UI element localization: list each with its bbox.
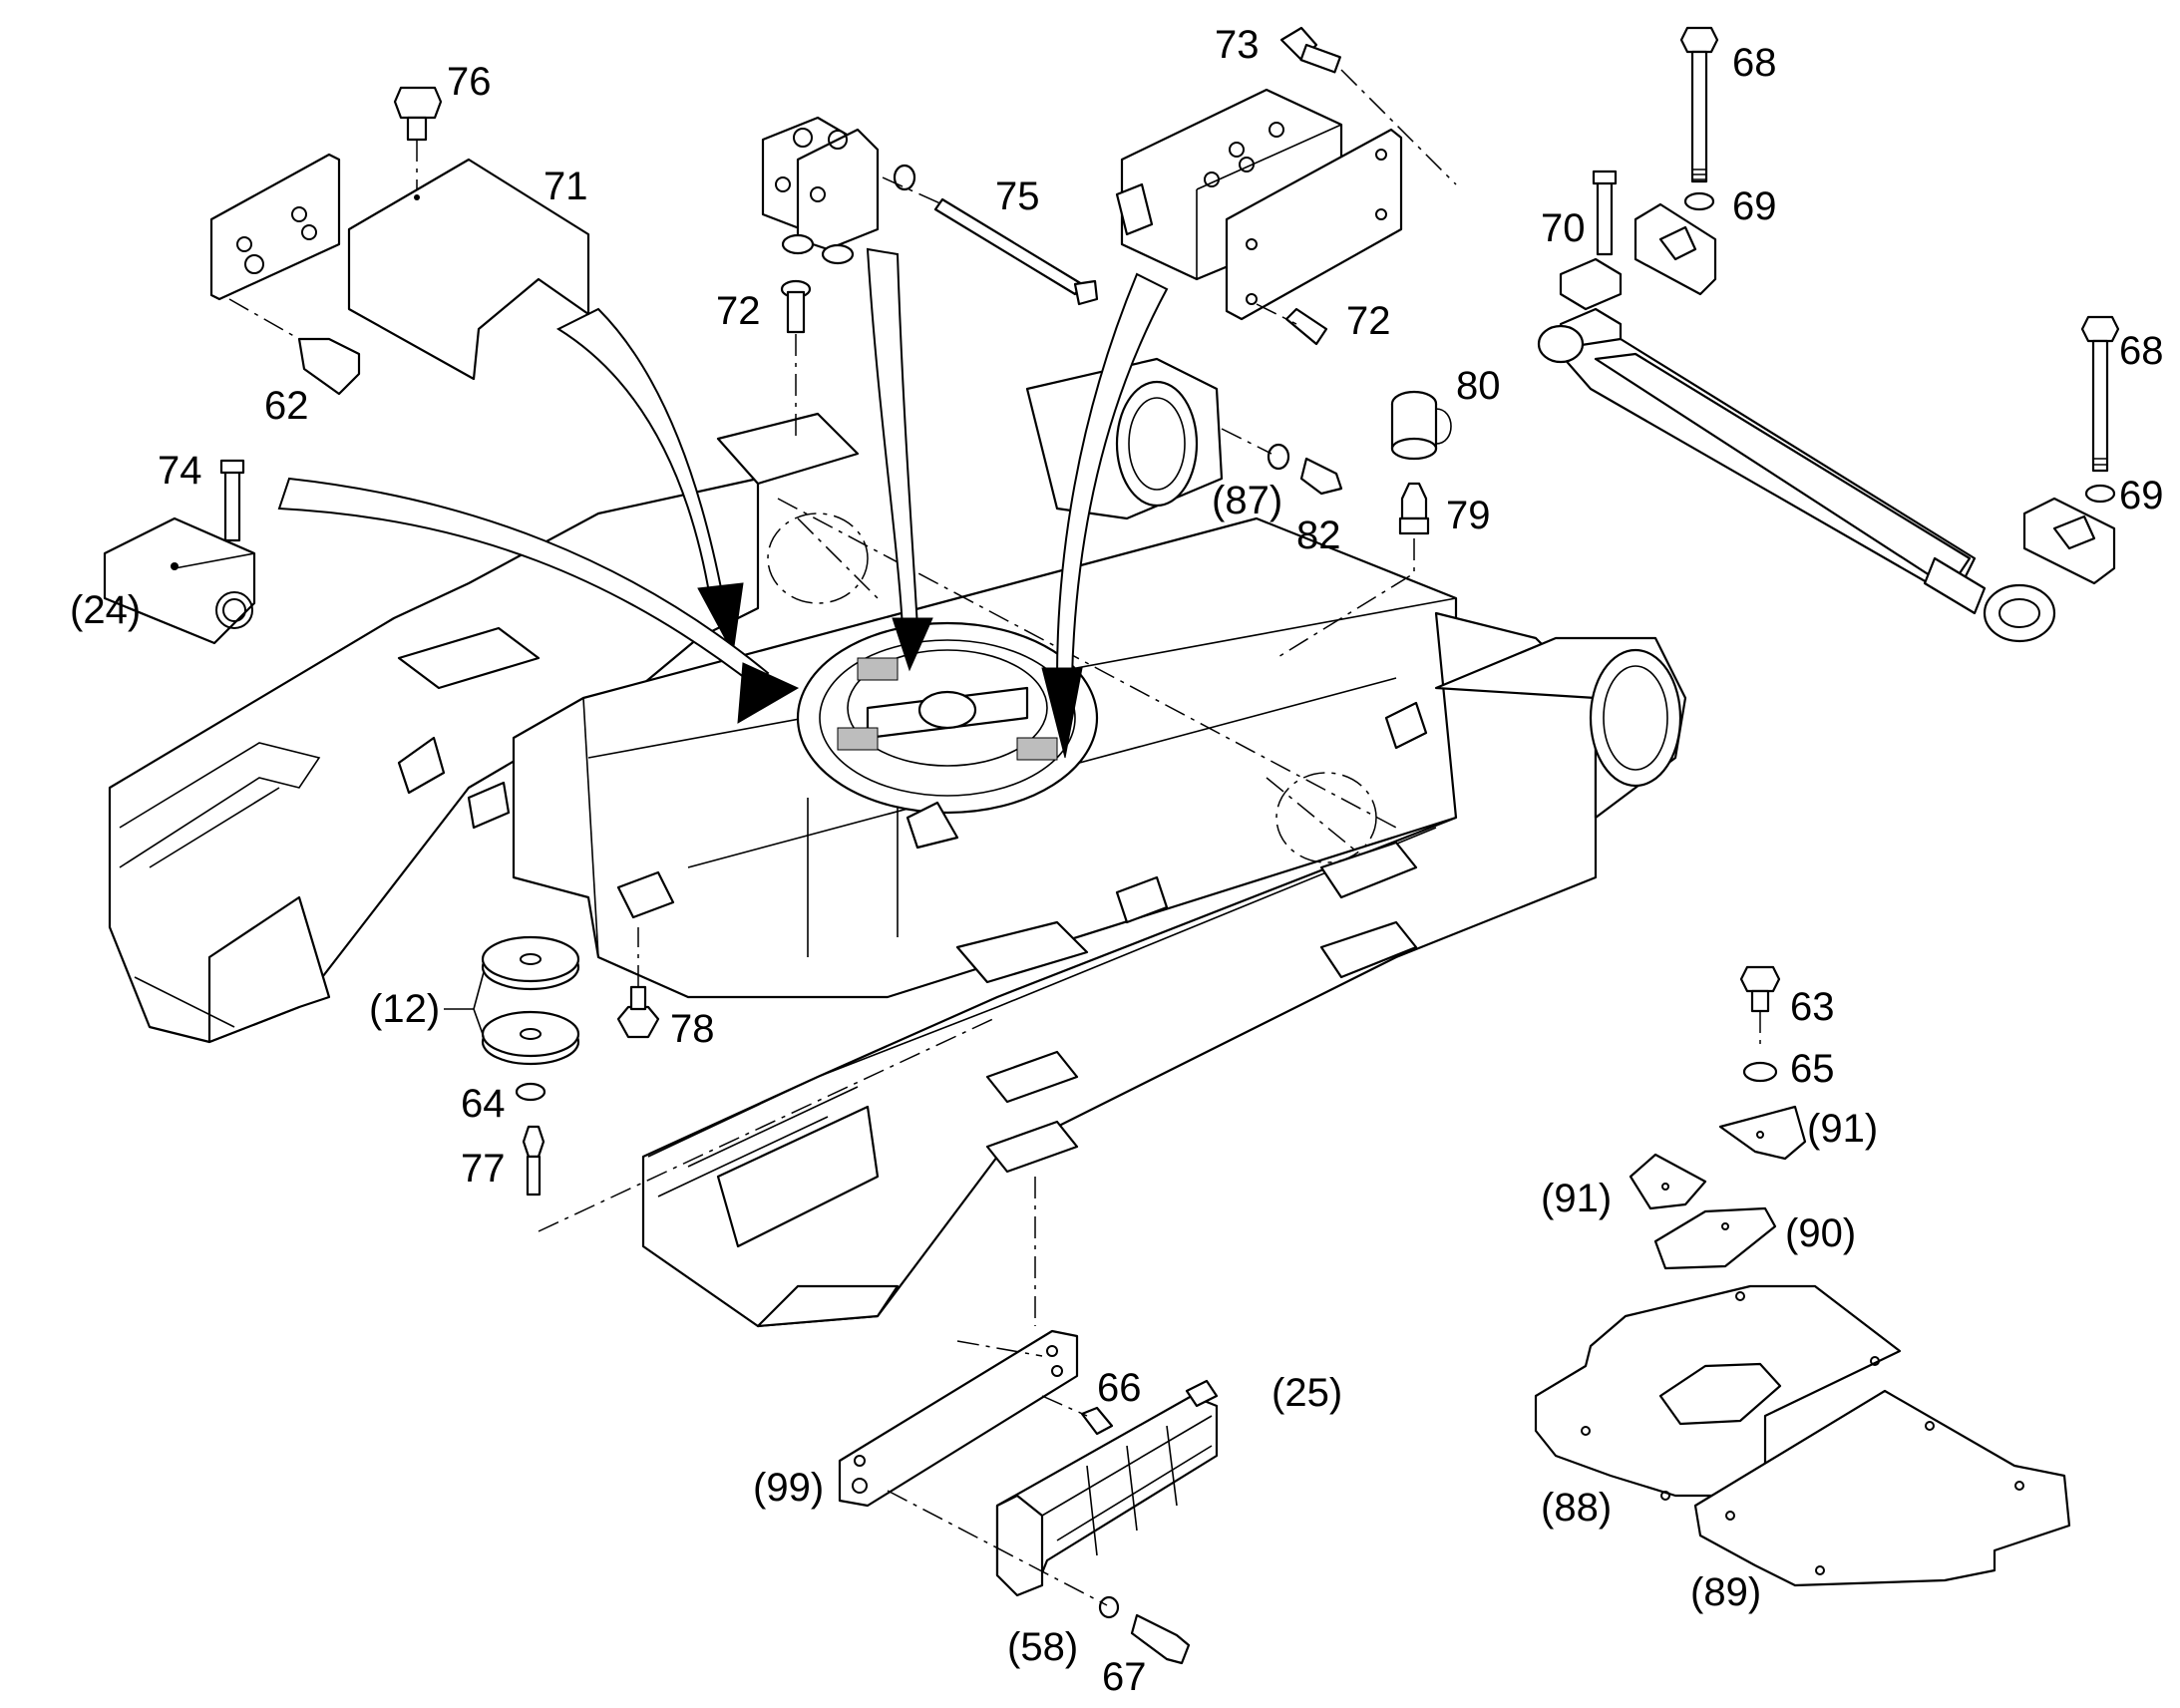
callout-63: 63	[1790, 985, 1835, 1029]
tension-cylinder-assembly	[1537, 26, 2120, 643]
callout-78: 78	[670, 1007, 715, 1051]
callout-65: 65	[1790, 1047, 1835, 1091]
upper-right-valve	[1115, 26, 1457, 346]
upper-center-parts	[761, 116, 1099, 439]
lower-left-parts	[481, 927, 998, 1232]
callout-24: (24)	[70, 588, 141, 632]
callout-79: 79	[1446, 494, 1491, 537]
cover-plates	[1534, 965, 2071, 1587]
callout-12-bracket	[444, 971, 485, 1038]
fittings-80-79-82	[1221, 390, 1452, 659]
callout-91-left: (91)	[1541, 1177, 1612, 1220]
callout-75: 75	[995, 174, 1040, 218]
callout-69-bottom: 69	[2119, 474, 2164, 517]
callout-72-left: 72	[716, 289, 761, 333]
callout-68-bottom: 68	[2119, 329, 2164, 373]
callout-12: (12)	[369, 987, 440, 1031]
callout-77: 77	[461, 1147, 506, 1191]
callout-99: (99)	[753, 1466, 824, 1510]
callout-80: 80	[1456, 364, 1501, 408]
callout-66: 66	[1097, 1366, 1142, 1410]
callout-67: 67	[1102, 1655, 1147, 1699]
callout-labels: 76 71 62 74 (24) 75 72 73 72 68 69 70 68…	[70, 23, 2164, 1699]
callout-76: 76	[447, 60, 492, 104]
upper-left-parts	[103, 86, 590, 645]
callout-73: 73	[1215, 23, 1260, 67]
callout-90: (90)	[1785, 1211, 1856, 1255]
callout-87: (87)	[1212, 479, 1282, 522]
callout-82: 82	[1296, 513, 1341, 557]
callout-74: 74	[158, 449, 202, 493]
pointer-arrows	[277, 247, 1169, 759]
callout-71: 71	[544, 165, 588, 208]
step-assembly	[838, 1177, 1219, 1665]
callout-91-right: (91)	[1807, 1107, 1878, 1151]
callout-64: 64	[461, 1082, 506, 1126]
callout-89: (89)	[1690, 1570, 1761, 1614]
callout-58: (58)	[1007, 1625, 1078, 1669]
callout-69-top: 69	[1732, 184, 1777, 228]
undercarriage-frame	[108, 357, 1687, 1328]
callout-25: (25)	[1272, 1371, 1342, 1415]
callout-70: 70	[1541, 206, 1586, 250]
callout-72-right: 72	[1346, 299, 1391, 343]
callout-88: (88)	[1541, 1486, 1612, 1530]
callout-68-top: 68	[1732, 41, 1777, 85]
callout-62: 62	[264, 384, 309, 428]
